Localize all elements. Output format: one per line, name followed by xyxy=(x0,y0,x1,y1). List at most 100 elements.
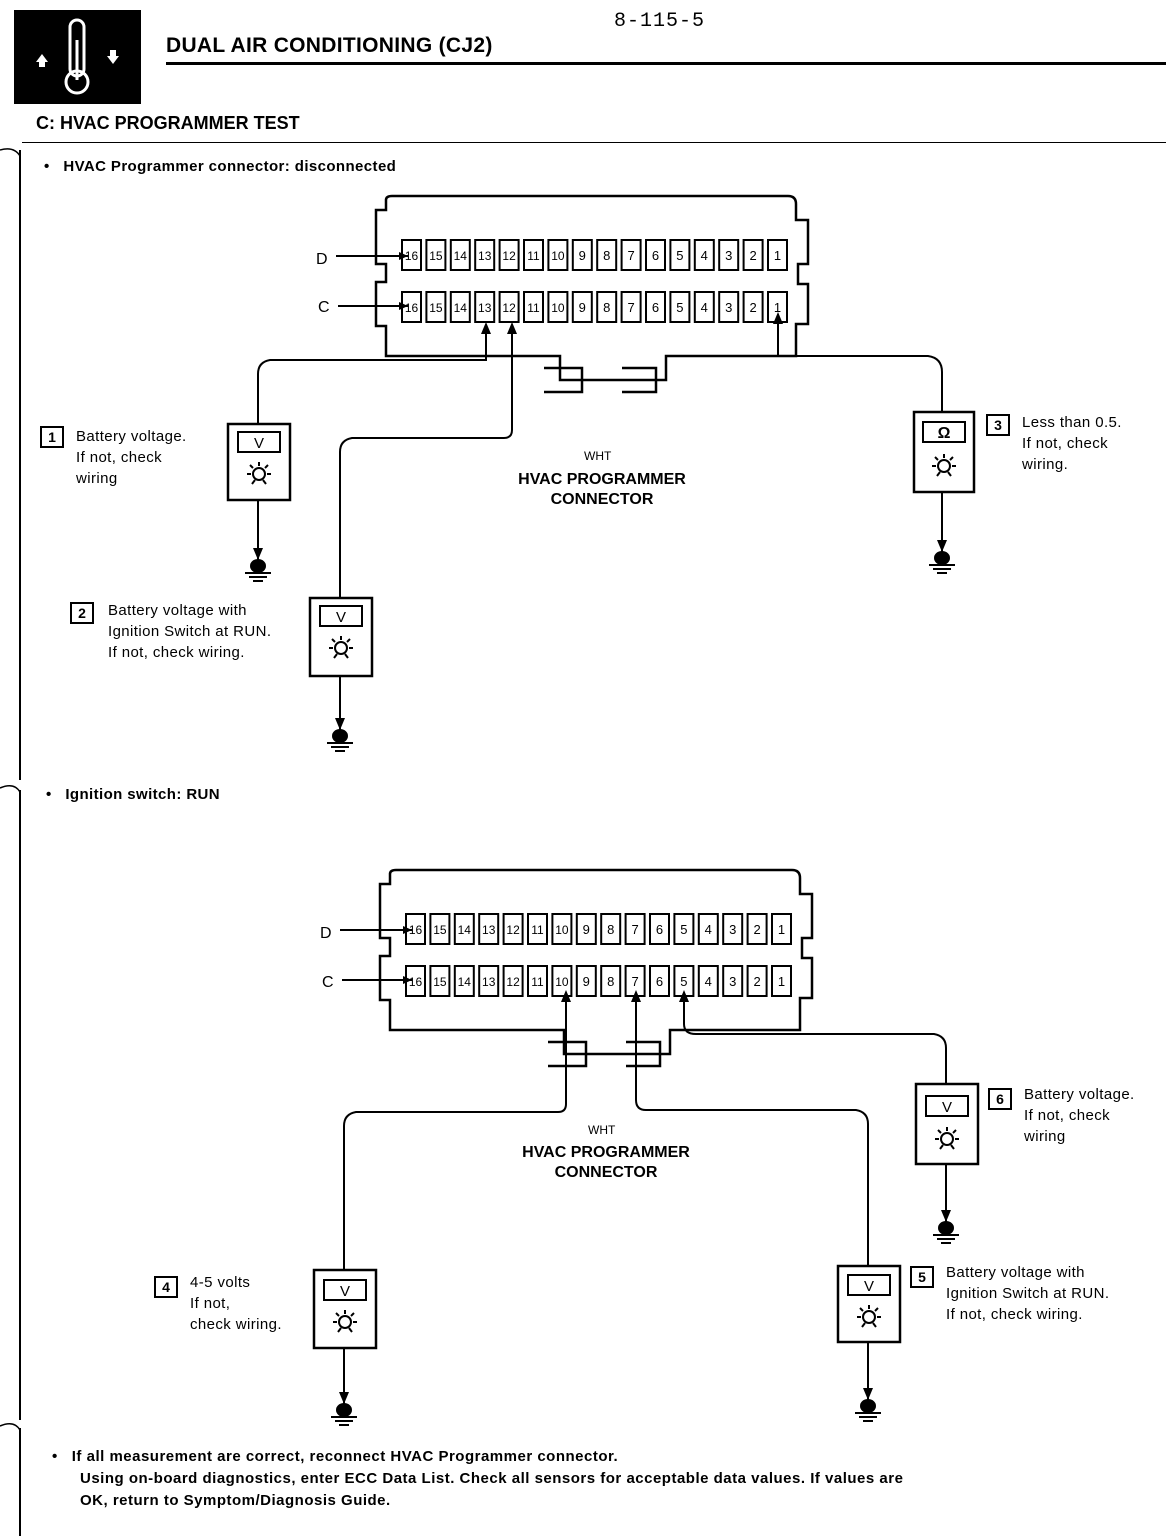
connector-pin-16: 16 xyxy=(405,965,426,997)
connector-pin-10: 10 xyxy=(551,913,573,945)
row-label-d-top: D xyxy=(316,251,328,268)
connector-pin-10: 10 xyxy=(547,239,569,271)
connector-pin-11: 11 xyxy=(527,913,548,945)
step-number: 2 xyxy=(70,602,94,624)
svg-text:6: 6 xyxy=(652,248,659,263)
connector-pin-1: 1 xyxy=(771,965,792,997)
connector-pin-6: 6 xyxy=(649,913,670,945)
svg-text:8: 8 xyxy=(603,300,610,315)
connector-pin-4: 4 xyxy=(697,965,719,997)
final-note-line2: Using on-board diagnostics, enter ECC Da… xyxy=(80,1470,904,1487)
svg-text:1: 1 xyxy=(778,922,785,937)
svg-text:13: 13 xyxy=(478,249,492,263)
svg-text:6: 6 xyxy=(652,300,659,315)
svg-text:9: 9 xyxy=(583,922,590,937)
connector-pin-15: 15 xyxy=(425,291,447,323)
wire-color-code-top: WHT xyxy=(584,449,612,463)
svg-text:11: 11 xyxy=(527,249,540,263)
connector-pin-1: 1 xyxy=(771,913,792,945)
final-note-line1-text: If all measurement are correct, reconnec… xyxy=(71,1448,619,1465)
connector-pin-14: 14 xyxy=(453,913,475,945)
svg-text:10: 10 xyxy=(551,301,565,315)
connector-pin-2: 2 xyxy=(742,239,764,271)
connector-pin-9: 9 xyxy=(571,239,593,271)
svg-text:14: 14 xyxy=(454,301,468,315)
step-text: 4-5 volts If not, check wiring. xyxy=(190,1274,282,1333)
connector-pin-2: 2 xyxy=(746,965,768,997)
svg-text:3: 3 xyxy=(729,974,736,989)
final-note: • If all measurement are correct, reconn… xyxy=(52,1446,903,1512)
connector-pin-9: 9 xyxy=(575,965,597,997)
svg-text:5: 5 xyxy=(676,300,683,315)
connector-pin-16: 16 xyxy=(405,913,426,945)
svg-text:4: 4 xyxy=(701,248,708,263)
connector-pin-13: 13 xyxy=(474,239,496,271)
svg-text:V: V xyxy=(254,435,264,452)
connector-pin-11: 11 xyxy=(527,965,548,997)
connector-pin-8: 8 xyxy=(600,913,622,945)
svg-text:15: 15 xyxy=(429,301,443,315)
connector-name-bottom: HVAC PROGRAMMER CONNECTOR xyxy=(494,1143,718,1183)
step-text: Battery voltage. If not, check wiring xyxy=(76,428,187,487)
connector-pin-12: 12 xyxy=(502,965,524,997)
svg-text:2: 2 xyxy=(749,248,756,263)
connector-pin-6: 6 xyxy=(645,291,666,323)
svg-text:16: 16 xyxy=(405,301,419,315)
connector-pin-10: 10 xyxy=(547,291,569,323)
svg-text:14: 14 xyxy=(454,249,468,263)
svg-text:5: 5 xyxy=(676,248,683,263)
svg-text:12: 12 xyxy=(506,923,520,937)
connector-pin-16: 16 xyxy=(401,239,422,271)
svg-text:4: 4 xyxy=(705,974,712,989)
connector-pin-16: 16 xyxy=(401,291,422,323)
svg-text:6: 6 xyxy=(656,922,663,937)
connector-pin-12: 12 xyxy=(498,291,520,323)
svg-text:15: 15 xyxy=(433,975,447,989)
svg-text:11: 11 xyxy=(531,975,544,989)
ground-symbol xyxy=(933,1221,959,1244)
ground-symbol xyxy=(855,1399,881,1422)
connector-pin-15: 15 xyxy=(425,239,447,271)
connector-pin-9: 9 xyxy=(571,291,593,323)
svg-text:2: 2 xyxy=(753,922,760,937)
connector-name-line1: HVAC PROGRAMMER xyxy=(518,471,686,488)
svg-text:15: 15 xyxy=(433,923,447,937)
step-number: 5 xyxy=(910,1266,934,1288)
svg-text:16: 16 xyxy=(409,923,423,937)
connector-pin-3: 3 xyxy=(718,239,740,271)
svg-text:1: 1 xyxy=(778,974,785,989)
connector-pin-7: 7 xyxy=(624,913,646,945)
svg-text:5: 5 xyxy=(680,974,687,989)
connector-pin-1: 1 xyxy=(767,239,788,271)
title-rule xyxy=(166,62,1166,65)
bullet-dot: • xyxy=(44,158,64,175)
connector-pin-6: 6 xyxy=(649,965,670,997)
connector-pin-15: 15 xyxy=(429,965,451,997)
connector-name-top: HVAC PROGRAMMER CONNECTOR xyxy=(490,470,714,510)
step-number: 3 xyxy=(986,414,1010,436)
connector-pin-9: 9 xyxy=(575,913,597,945)
svg-text:10: 10 xyxy=(555,975,569,989)
page-number: 8-115-5 xyxy=(614,10,706,33)
svg-text:13: 13 xyxy=(482,975,496,989)
step-text: Battery voltage with Ignition Switch at … xyxy=(946,1264,1110,1323)
connector-pin-7: 7 xyxy=(624,965,646,997)
svg-text:1: 1 xyxy=(774,300,781,315)
connector-name-line2: CONNECTOR xyxy=(550,491,654,508)
section-title: C: HVAC PROGRAMMER TEST xyxy=(36,113,300,133)
hvac-temperature-logo xyxy=(14,10,141,104)
svg-text:3: 3 xyxy=(729,922,736,937)
svg-text:2: 2 xyxy=(753,974,760,989)
connector-pin-13: 13 xyxy=(478,965,500,997)
condition-1: • HVAC Programmer connector: disconnecte… xyxy=(44,158,396,175)
condition-2: • Ignition switch: RUN xyxy=(46,786,220,803)
svg-text:8: 8 xyxy=(607,974,614,989)
connector-pin-6: 6 xyxy=(645,239,666,271)
connector-pin-3: 3 xyxy=(718,291,740,323)
svg-text:16: 16 xyxy=(409,975,423,989)
connector-pin-3: 3 xyxy=(722,913,744,945)
svg-text:V: V xyxy=(942,1099,952,1116)
svg-text:13: 13 xyxy=(478,301,492,315)
